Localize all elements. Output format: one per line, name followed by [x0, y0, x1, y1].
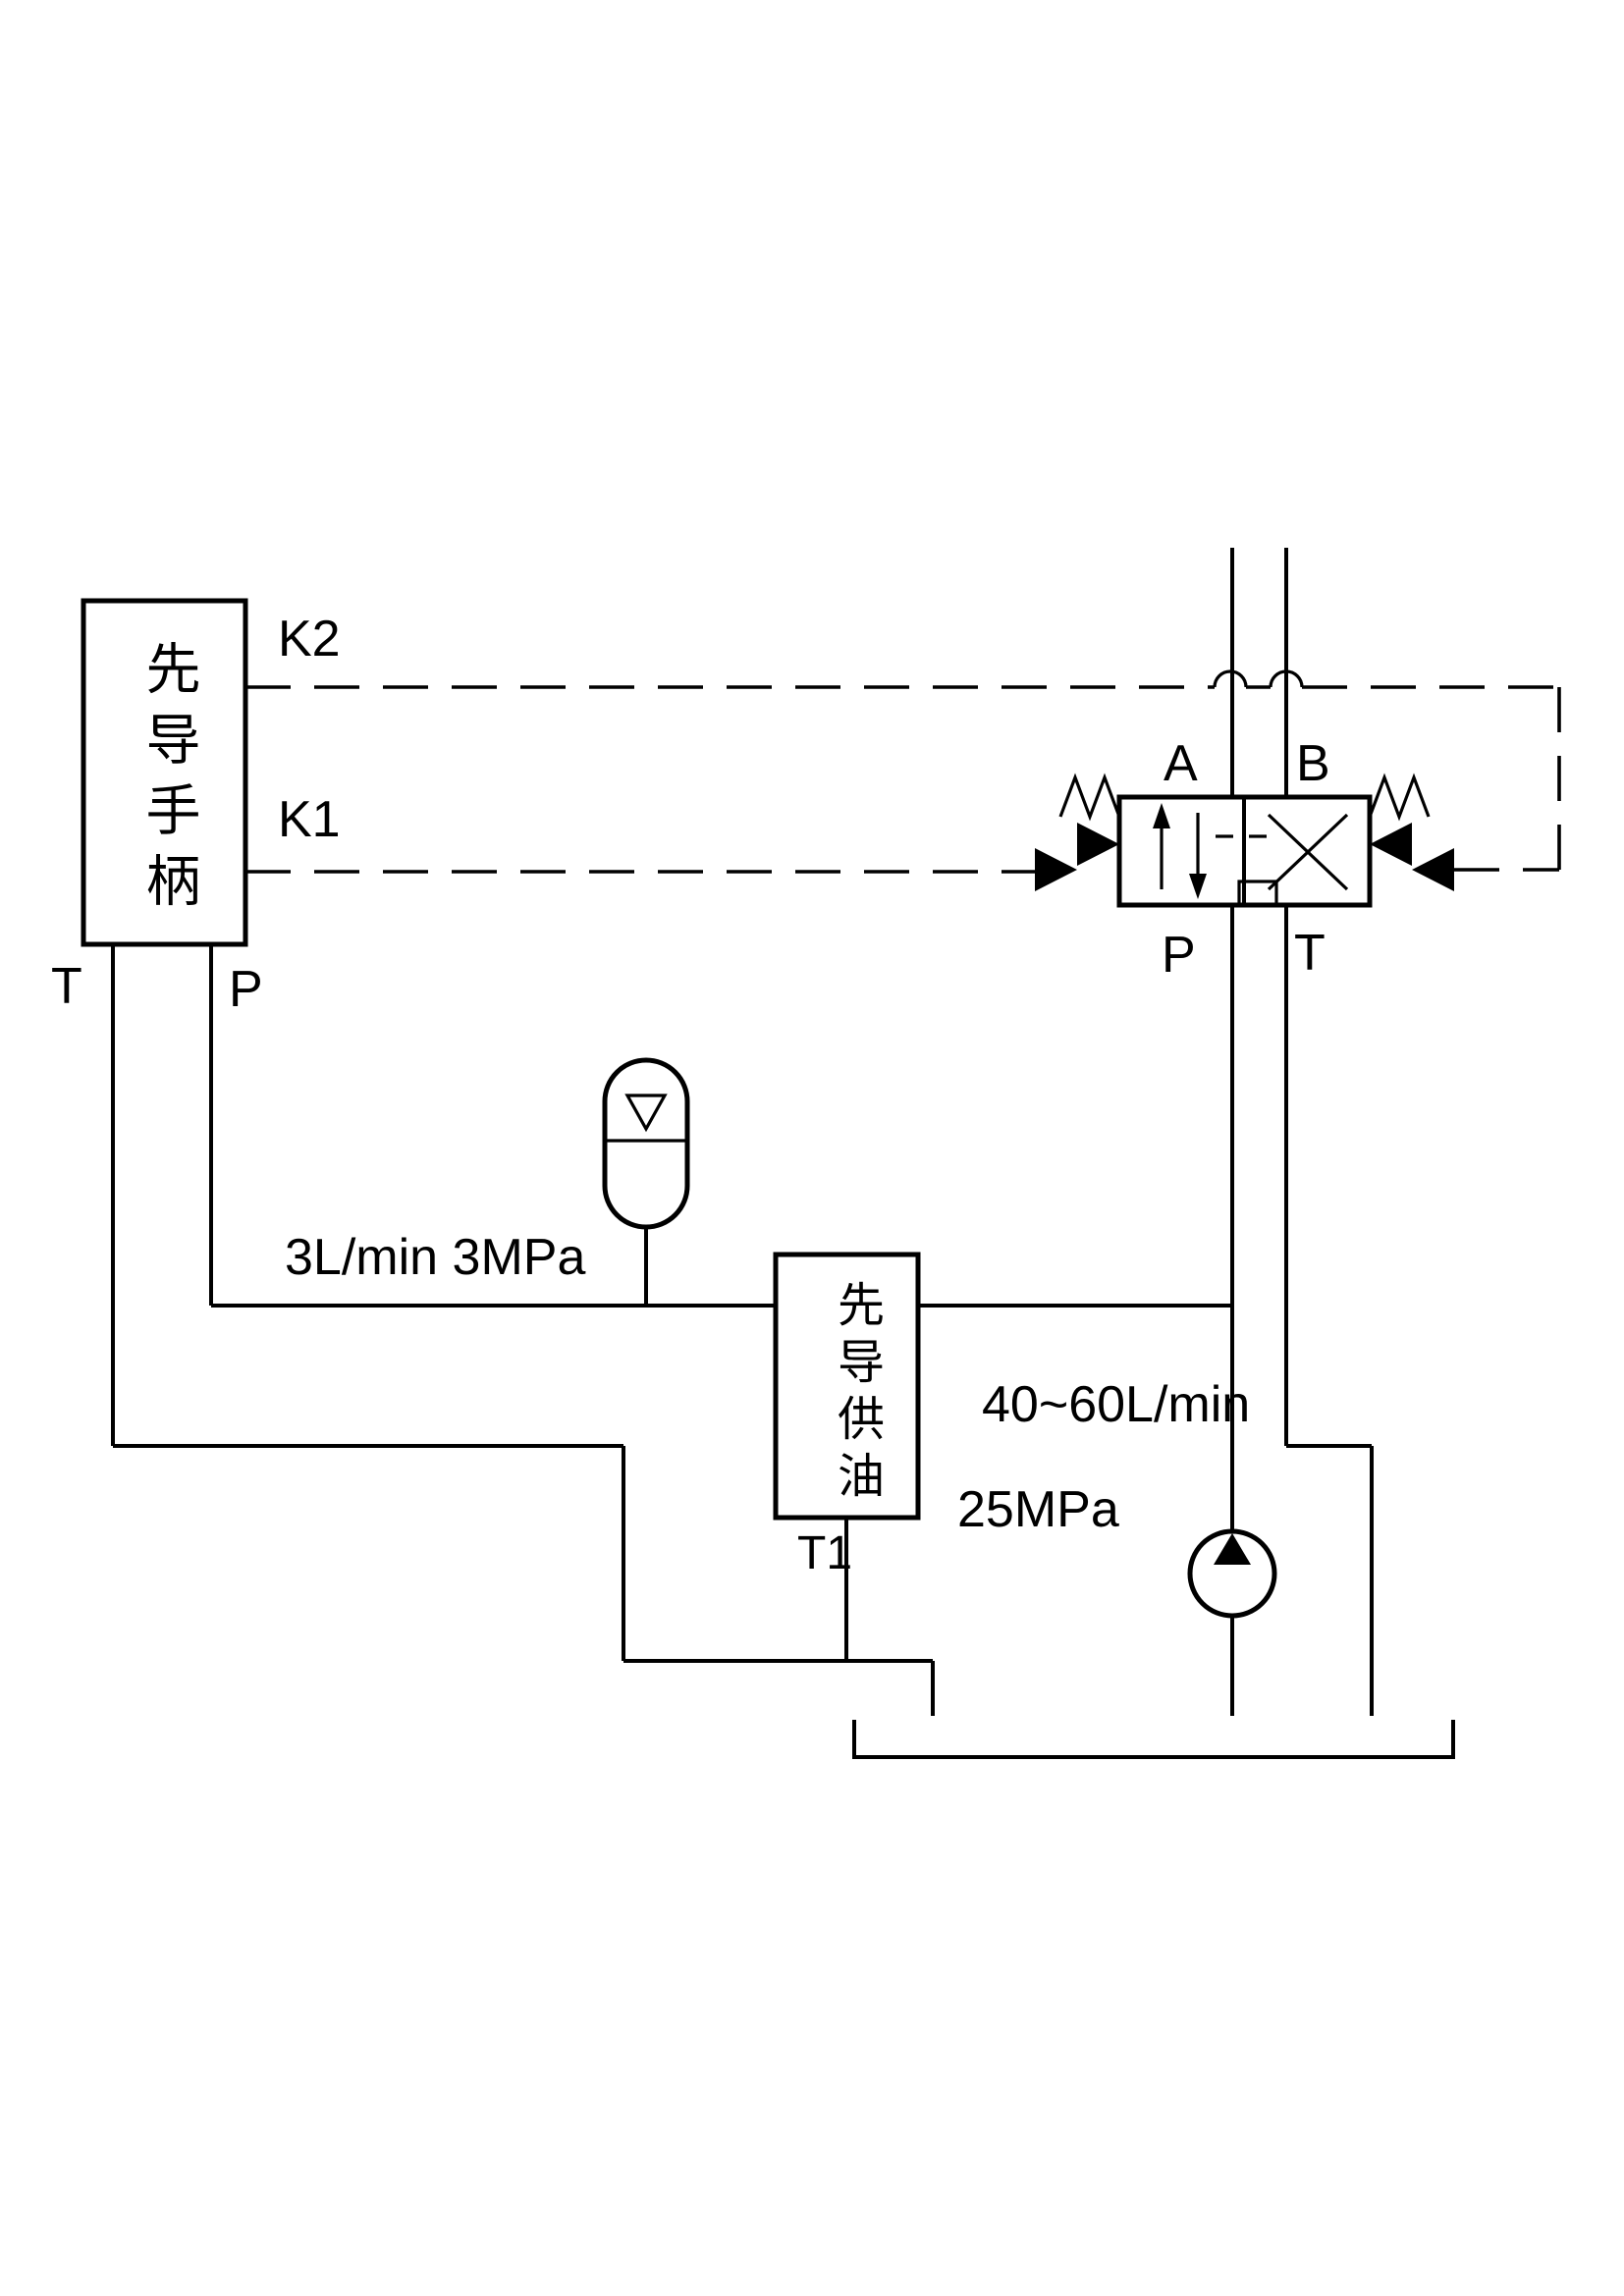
pilot-handle	[81, 598, 248, 1446]
accumulator-gas-triangle-icon	[624, 1094, 668, 1133]
label-k1: K1	[278, 791, 341, 848]
valve-left-position	[1153, 803, 1278, 907]
accumulator	[602, 1057, 690, 1230]
right-spring-icon	[1368, 773, 1431, 822]
k2-pilot-dashed-line	[245, 669, 1561, 872]
main-tank-line	[1284, 905, 1374, 1716]
label-t1: T1	[797, 1527, 852, 1579]
tank	[852, 1720, 1455, 1759]
directional-valve	[1035, 773, 1454, 908]
left-spring-icon	[1058, 773, 1121, 822]
pilot-handle-box	[81, 598, 248, 947]
k2-pilot-triangle-icon	[1412, 848, 1454, 891]
label-valve-t: T	[1294, 925, 1326, 982]
pilot-pressure-line	[211, 1227, 1232, 1308]
label-handle-p: P	[229, 961, 263, 1018]
label-valve-p: P	[1162, 927, 1196, 984]
label-valve-b: B	[1296, 735, 1330, 792]
label-pilot-spec: 3L/min 3MPa	[285, 1229, 585, 1286]
k1-pilot-triangle-icon	[1035, 848, 1077, 891]
left-pilot-triangle-icon	[1077, 823, 1119, 866]
valve-right-actuator	[1368, 773, 1454, 891]
pilot-handle-label: 先导手柄	[138, 640, 200, 923]
label-handle-t: T	[51, 958, 82, 1015]
up-arrowhead	[1153, 803, 1170, 828]
pilot-supply	[773, 1252, 921, 1661]
pump-flow-triangle-icon	[1214, 1533, 1251, 1565]
valve-left-actuator	[1035, 773, 1121, 891]
return-piping	[113, 1444, 935, 1716]
pilot-supply-label: 先导供油	[830, 1280, 882, 1508]
work-lines-a-b	[1230, 548, 1288, 797]
center-notch	[1237, 880, 1278, 907]
label-k2: K2	[278, 611, 341, 667]
label-valve-a: A	[1164, 735, 1198, 792]
right-pilot-triangle-icon	[1370, 823, 1412, 866]
tank-symbol	[852, 1720, 1455, 1759]
accumulator-shell	[602, 1057, 690, 1230]
valve-right-position	[1267, 813, 1349, 891]
pump	[1187, 1528, 1277, 1716]
label-main-flow: 40~60L/min	[982, 1376, 1250, 1433]
down-arrowhead	[1189, 874, 1207, 899]
label-main-pressure: 25MPa	[957, 1481, 1119, 1538]
